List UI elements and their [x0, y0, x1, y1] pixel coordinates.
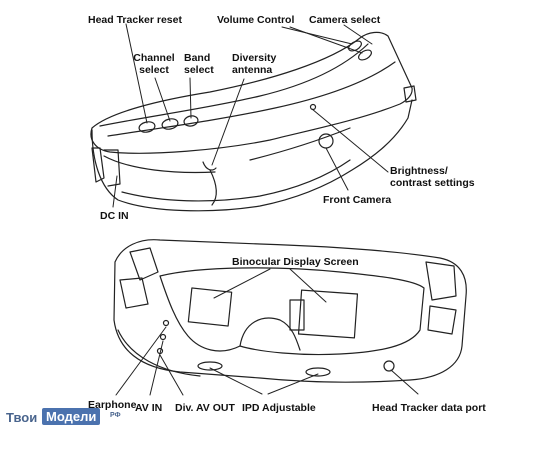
watermark-logo: Твои Модели РФ — [6, 408, 136, 430]
head-tracker-reset-label: Head Tracker reset — [88, 14, 182, 26]
channel-select-line1: Channel — [133, 52, 175, 64]
brightness-contrast-label: Brightness/ contrast settings — [390, 165, 475, 189]
diversity-antenna-label: Diversity antenna — [232, 52, 276, 76]
band-select-label: Band select — [184, 52, 214, 76]
binocular-display-label: Binocular Display Screen — [232, 256, 359, 268]
watermark-suffix: РФ — [110, 412, 121, 419]
channel-select-line2: select — [139, 64, 169, 76]
av-in-label: AV IN — [135, 402, 163, 414]
earphone-label: Earphone — [88, 399, 137, 411]
brightness-line1: Brightness/ — [390, 165, 448, 177]
ipd-adjustable-label: IPD Adjustable — [242, 402, 316, 414]
brightness-line2: contrast settings — [390, 177, 475, 189]
channel-select-label: Channel select — [133, 52, 175, 76]
band-select-line1: Band — [184, 52, 211, 64]
band-select-line2: select — [184, 64, 214, 76]
watermark-part1: Твои — [6, 410, 38, 425]
camera-select-label: Camera select — [309, 14, 381, 26]
head-tracker-data-port-label: Head Tracker data port — [372, 402, 486, 414]
dc-in-label: DC IN — [100, 210, 129, 222]
div-av-out-label: Div. AV OUT — [175, 402, 235, 414]
watermark-part2: Модели — [42, 408, 101, 425]
diversity-antenna-line1: Diversity — [232, 52, 277, 64]
bottom-leader-lines — [115, 268, 419, 396]
top-leader-lines — [112, 23, 389, 208]
volume-control-label: Volume Control — [217, 14, 295, 26]
top-goggles-drawing — [90, 31, 417, 212]
bottom-goggles-drawing — [113, 239, 467, 383]
diversity-antenna-line2: antenna — [232, 64, 273, 76]
front-camera-label: Front Camera — [323, 194, 392, 206]
